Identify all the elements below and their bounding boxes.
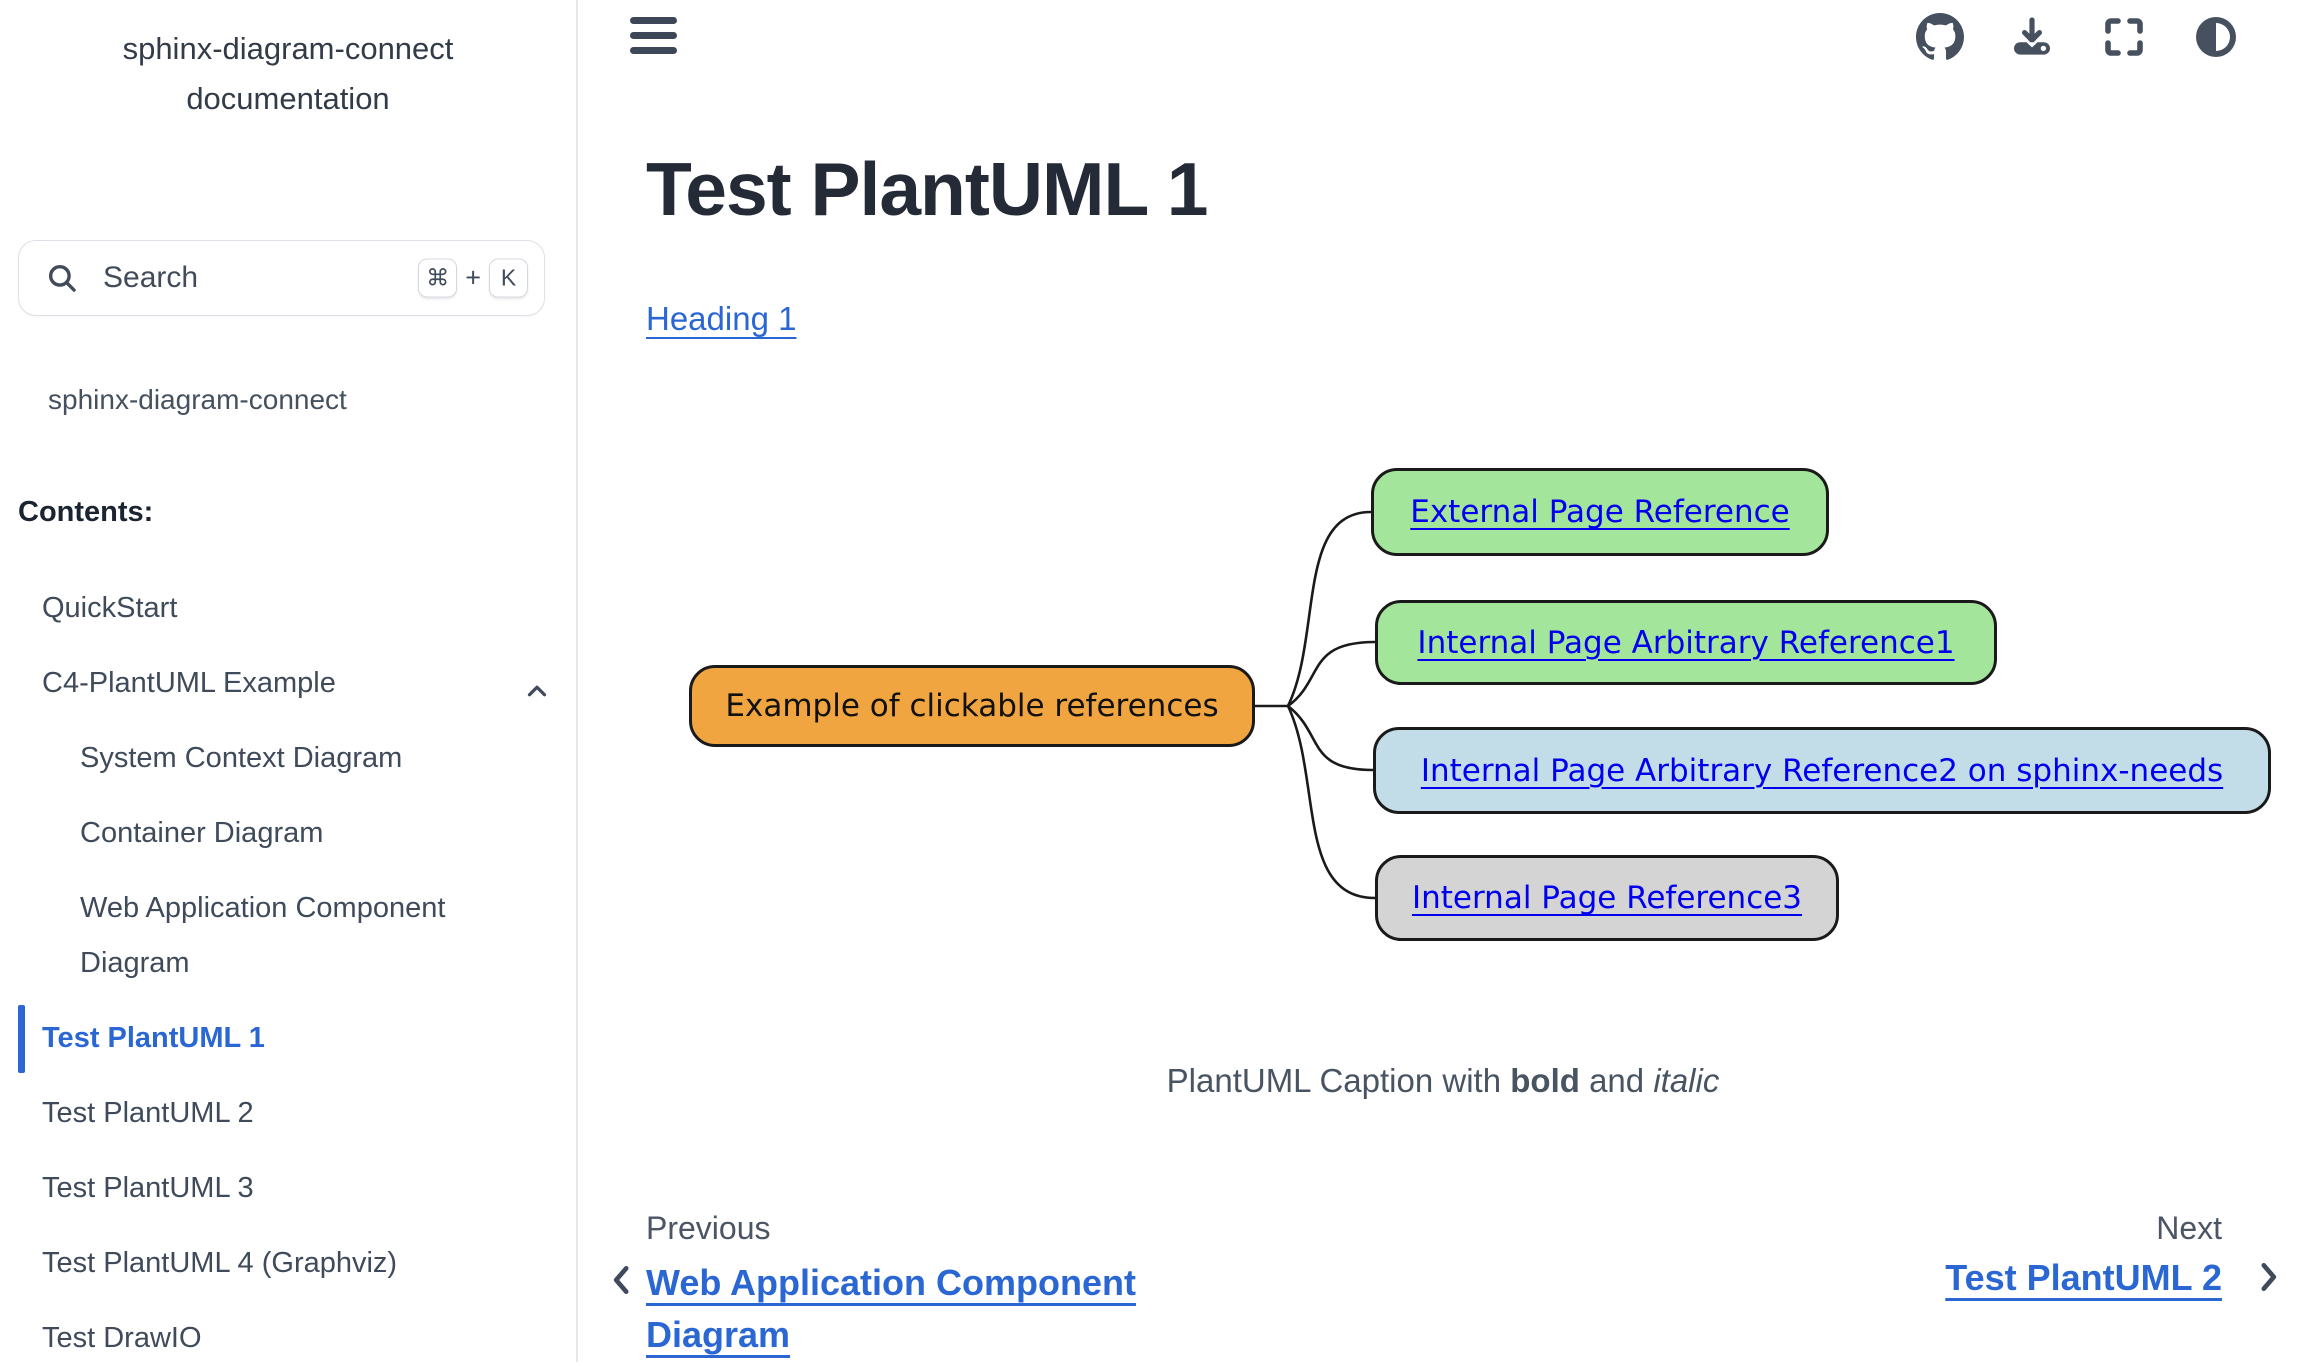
diagram-node-internal-page-arbitrary-reference1[interactable]: Internal Page Arbitrary Reference1 — [1375, 600, 1997, 685]
chevron-right-icon[interactable] — [2248, 1255, 2288, 1299]
sidebar-item-system-context-diagram[interactable]: System Context Diagram — [0, 731, 576, 786]
download-icon[interactable] — [2008, 13, 2056, 61]
sidebar-item-test-plantuml-3[interactable]: Test PlantUML 3 — [0, 1161, 576, 1216]
docs-title[interactable]: sphinx-diagram-connect documentation — [26, 24, 550, 124]
chevron-left-icon[interactable] — [602, 1258, 642, 1302]
sidebar-item-quickstart[interactable]: QuickStart — [0, 581, 576, 636]
header-actions — [1916, 13, 2240, 61]
caption-italic-text: italic — [1653, 1062, 1719, 1099]
sidebar: sphinx-diagram-connect documentation ⌘ +… — [0, 0, 578, 1362]
plus-separator: + — [465, 263, 481, 294]
previous-label: Previous — [646, 1210, 1206, 1247]
sidebar-item-test-plantuml-4-graphviz[interactable]: Test PlantUML 4 (Graphviz) — [0, 1236, 576, 1291]
search-shortcut: ⌘ + K — [418, 259, 528, 298]
plantuml-diagram: Example of clickable references External… — [646, 440, 2296, 960]
previous-page-nav: Previous Web Application Component Diagr… — [646, 1210, 1206, 1361]
next-page-link[interactable]: Test PlantUML 2 — [1945, 1257, 2222, 1298]
contents-heading: Contents: — [18, 496, 576, 529]
chevron-up-icon[interactable] — [522, 670, 552, 725]
sidebar-item-c4-plantuml-example[interactable]: C4-PlantUML Example — [0, 656, 576, 711]
github-icon[interactable] — [1916, 13, 1964, 61]
diagram-link[interactable]: Internal Page Arbitrary Reference1 — [1417, 625, 1954, 661]
search-icon — [45, 261, 79, 295]
diagram-root-node: Example of clickable references — [689, 665, 1255, 747]
theme-toggle-icon[interactable] — [2192, 13, 2240, 61]
heading-1-link[interactable]: Heading 1 — [646, 300, 796, 338]
sidebar-item-web-application-component-diagram[interactable]: Web Application Component Diagram — [0, 881, 576, 991]
diagram-link[interactable]: Internal Page Arbitrary Reference2 on sp… — [1421, 753, 2223, 789]
diagram-caption: PlantUML Caption with bold and italic — [580, 1062, 2306, 1100]
fullscreen-icon[interactable] — [2100, 13, 2148, 61]
diagram-node-internal-page-arbitrary-reference2[interactable]: Internal Page Arbitrary Reference2 on sp… — [1373, 727, 2271, 814]
search-box[interactable]: ⌘ + K — [18, 240, 545, 316]
sidebar-nav: QuickStart C4-PlantUML Example System Co… — [0, 581, 576, 1366]
diagram-node-internal-page-reference3[interactable]: Internal Page Reference3 — [1375, 855, 1839, 941]
cmd-key: ⌘ — [418, 259, 457, 298]
hamburger-icon[interactable] — [630, 17, 677, 62]
next-page-nav: Next Test PlantUML 2 — [1945, 1210, 2222, 1299]
caption-bold-text: bold — [1510, 1062, 1580, 1099]
caption-text: and — [1580, 1062, 1653, 1099]
page-title: Test PlantUML 1 — [646, 146, 1208, 232]
next-label: Next — [1945, 1210, 2222, 1247]
sidebar-item-test-plantuml-1[interactable]: Test PlantUML 1 — [0, 1011, 576, 1066]
sidebar-item-test-plantuml-2[interactable]: Test PlantUML 2 — [0, 1086, 576, 1141]
diagram-node-external-page-reference[interactable]: External Page Reference — [1371, 468, 1829, 556]
diagram-link[interactable]: Internal Page Reference3 — [1412, 880, 1802, 916]
sidebar-item-project-root[interactable]: sphinx-diagram-connect — [48, 384, 576, 416]
previous-page-link[interactable]: Web Application Component Diagram — [646, 1257, 1206, 1361]
sidebar-item-test-drawio[interactable]: Test DrawIO — [0, 1311, 576, 1366]
sidebar-item-label: C4-PlantUML Example — [42, 667, 336, 699]
caption-text: PlantUML Caption with — [1167, 1062, 1511, 1099]
sidebar-item-container-diagram[interactable]: Container Diagram — [0, 806, 576, 861]
diagram-link[interactable]: External Page Reference — [1410, 494, 1789, 530]
main-content: Test PlantUML 1 Heading 1 Example of cli… — [580, 0, 2306, 1362]
k-key: K — [489, 259, 528, 298]
